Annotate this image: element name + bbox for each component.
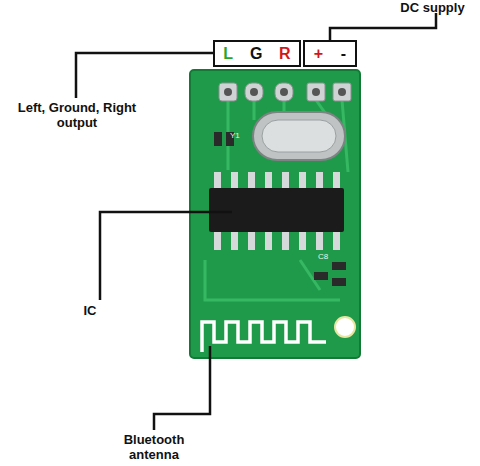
pin-label: - [341, 46, 346, 62]
ic-chip [209, 188, 344, 232]
pin-label: R [279, 46, 291, 62]
pin-label: L [223, 46, 233, 62]
pcb-board [190, 70, 360, 358]
pin-label: + [314, 46, 323, 62]
leader-line [76, 53, 213, 98]
antenna-trace [202, 322, 326, 352]
pin-label-box: +- [303, 40, 357, 67]
silkscreen-text: C8 [318, 252, 338, 261]
leader-lines [76, 13, 436, 430]
leader-line [330, 13, 436, 40]
header-pads [219, 83, 351, 101]
crystal [253, 112, 345, 160]
silkscreen-text: Y1 [230, 131, 250, 140]
mount-hole [335, 317, 355, 337]
pin-label: G [250, 46, 262, 62]
callout-label: DC supply [385, 0, 480, 15]
leader-line [154, 346, 210, 430]
pcb-traces [205, 100, 348, 300]
pin-label-box: LGR [213, 40, 301, 67]
callout-label: IC [70, 303, 110, 318]
callout-label: Bluetooth antenna [108, 432, 200, 462]
callout-label: Left, Ground, Right output [2, 100, 152, 130]
leader-line [100, 212, 232, 300]
